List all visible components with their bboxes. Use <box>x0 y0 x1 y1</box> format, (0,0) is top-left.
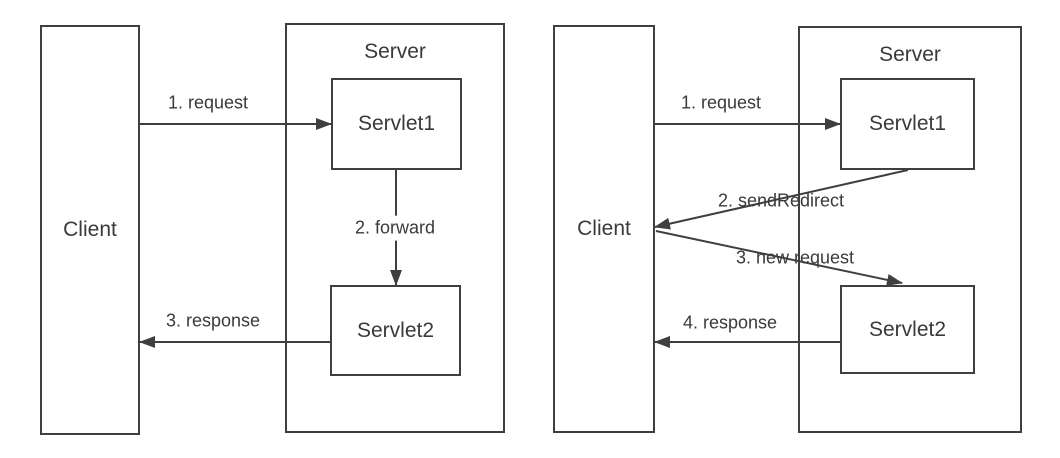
redirect-client-box: Client <box>553 25 655 433</box>
redirect-servlet1-label: Servlet1 <box>868 112 947 136</box>
forward-servlet1-label: Servlet1 <box>357 112 436 136</box>
forward-client-label: Client <box>63 218 117 242</box>
redirect-sendredirect-label: 2. sendRedirect <box>717 190 845 211</box>
forward-request-label: 1. request <box>167 92 249 113</box>
forward-servlet2-label: Servlet2 <box>356 318 435 342</box>
forward-response-label: 3. response <box>165 310 261 331</box>
redirect-servlet2-box: Servlet2 <box>840 285 975 374</box>
redirect-servlet2-label: Servlet2 <box>868 317 947 341</box>
redirect-request-label: 1. request <box>680 92 762 113</box>
redirect-newrequest-label: 3. new request <box>735 247 855 268</box>
forward-client-box: Client <box>40 25 140 435</box>
forward-servlet1-box: Servlet1 <box>331 78 462 170</box>
forward-forward-label: 2. forward <box>349 215 441 241</box>
redirect-response-label: 4. response <box>682 312 778 333</box>
redirect-client-label: Client <box>577 217 631 241</box>
redirect-server-label: Server <box>879 43 941 66</box>
forward-servlet2-box: Servlet2 <box>330 285 461 376</box>
forward-server-label: Server <box>364 40 426 63</box>
redirect-servlet1-box: Servlet1 <box>840 78 975 170</box>
